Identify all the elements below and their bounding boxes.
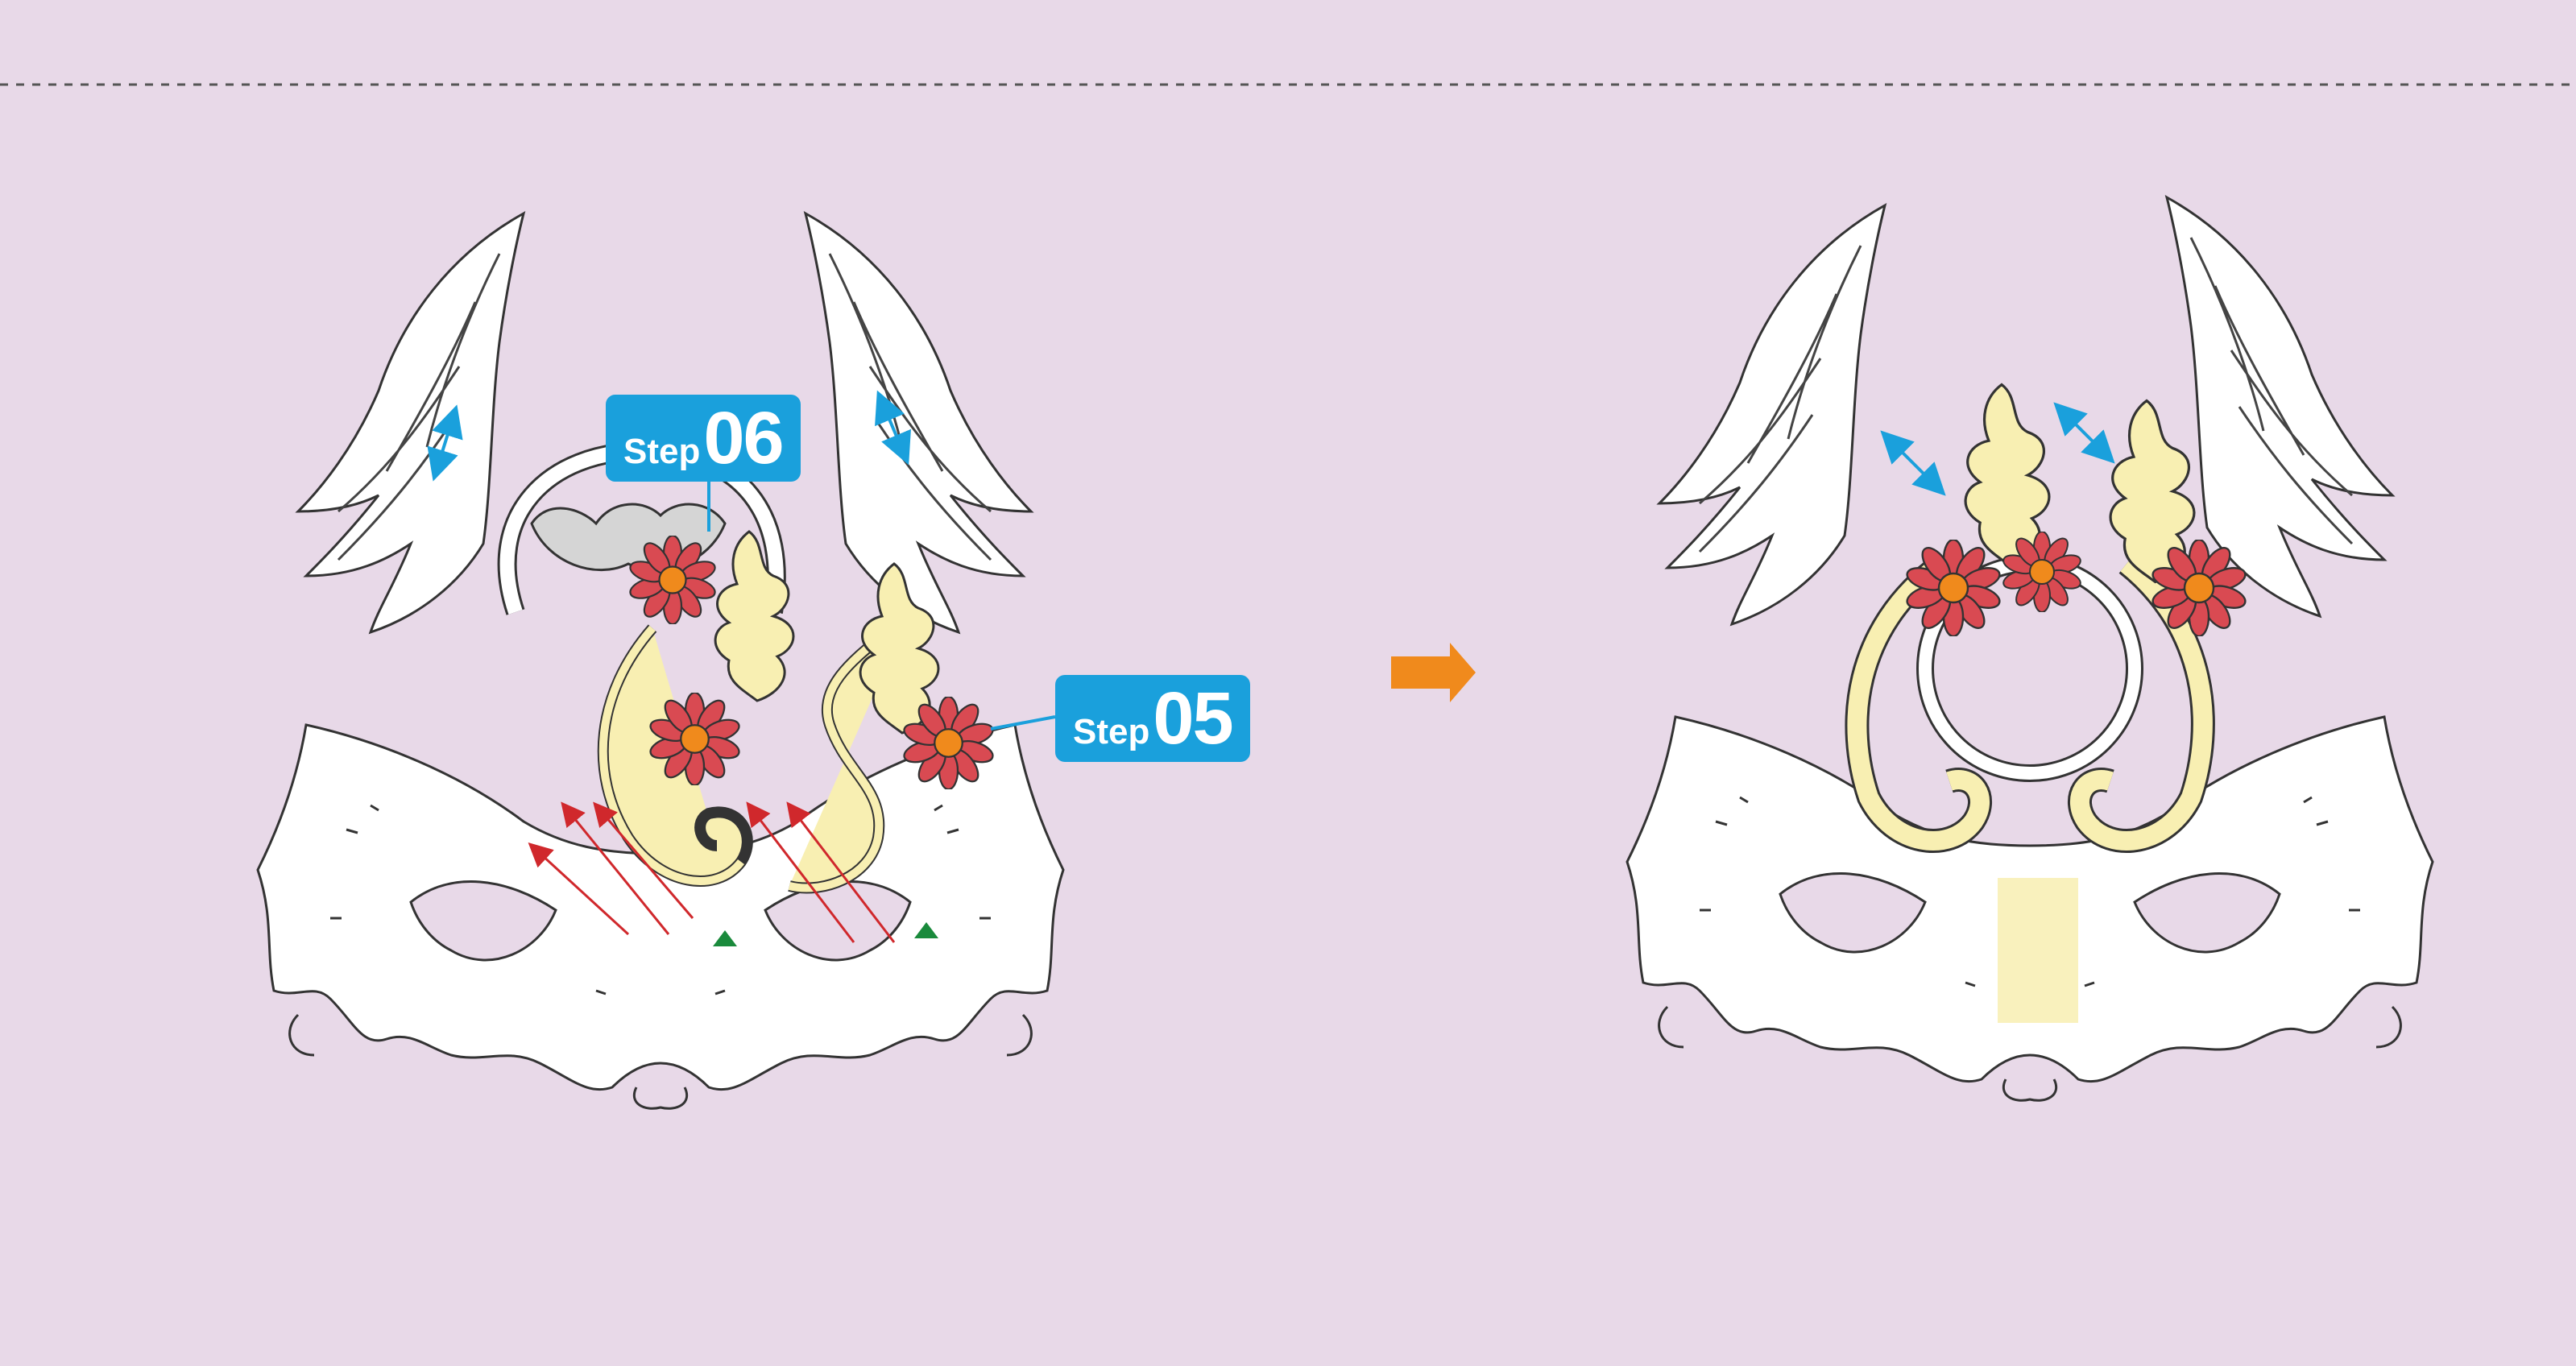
step-06-prefix: Step xyxy=(623,432,701,471)
step-06-number: 06 xyxy=(703,397,784,479)
step-05-callout: Step 05 xyxy=(1055,675,1250,762)
step-06-callout: Step 06 xyxy=(606,395,801,482)
nose-tab xyxy=(1998,878,2078,1023)
step-05-prefix: Step xyxy=(1073,712,1150,751)
double-arrow-icon xyxy=(2053,402,2115,464)
panel-after-assembly xyxy=(1626,196,2434,1102)
triangle-marker-icon xyxy=(713,930,737,946)
right-arrow-icon xyxy=(1391,643,1476,702)
panel-before-assembly xyxy=(256,212,1065,1110)
double-arrow-icon xyxy=(1880,430,1946,496)
double-arrow-icon xyxy=(427,404,463,482)
callout-leader xyxy=(990,715,1056,731)
step-05-number: 05 xyxy=(1153,677,1233,760)
triangle-marker-icon xyxy=(914,922,938,938)
double-arrow-icon xyxy=(875,390,911,466)
